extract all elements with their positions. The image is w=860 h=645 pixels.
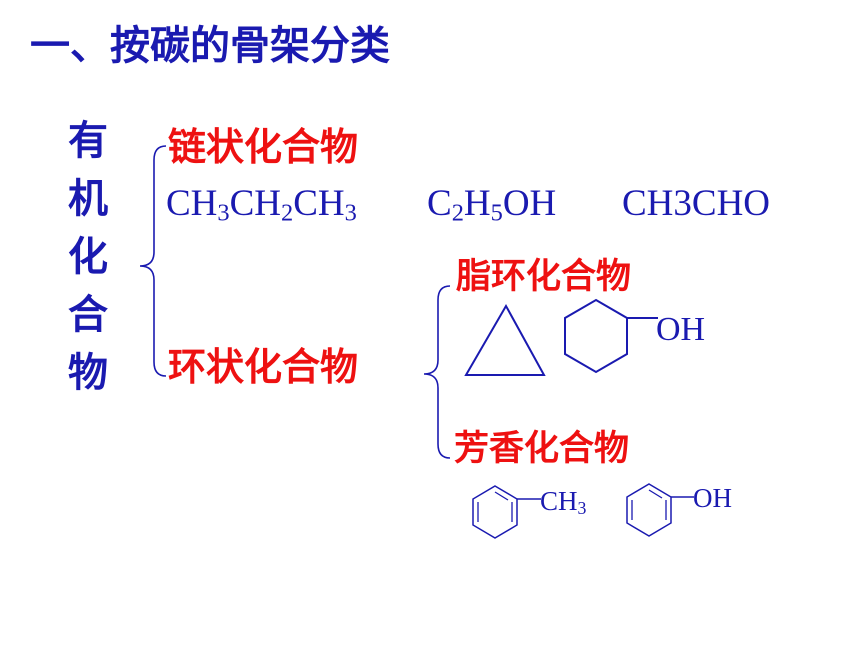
chain-compounds-label: 链状化合物 (168, 125, 359, 169)
cyclopropane-structure (464, 303, 546, 376)
root-label-organic-compounds: 有 机 化 合 物 (66, 112, 110, 402)
cyclohexane-ring (564, 298, 628, 374)
formula-acetaldehyde: CH3CHO (622, 183, 771, 224)
alicyclic-compounds-label: 脂环化合物 (456, 257, 632, 297)
cyclic-compounds-label: 环状化合物 (168, 345, 359, 389)
root-char: 有 (68, 118, 108, 164)
aromatic-compounds-label: 芳香化合物 (454, 429, 630, 469)
formula-ethanol: C2H5OH (427, 183, 557, 227)
phenol-benzene-ring (626, 483, 672, 537)
toluene-ch3-label: CH3 (540, 486, 587, 518)
phenol-oh-label: OH (693, 483, 732, 513)
main-brace (139, 145, 167, 377)
toluene-benzene-ring (472, 485, 518, 539)
formula-propane: CH3CH2CH3 (166, 183, 357, 227)
root-char: 机 (68, 176, 108, 222)
slide-title: 一、按碳的骨架分类 (30, 23, 390, 69)
root-char: 合 (68, 292, 108, 338)
cyclohexanol-oh-label: OH (656, 311, 706, 348)
root-char: 化 (68, 234, 108, 280)
root-char: 物 (68, 350, 108, 396)
cyclic-brace (423, 285, 451, 459)
